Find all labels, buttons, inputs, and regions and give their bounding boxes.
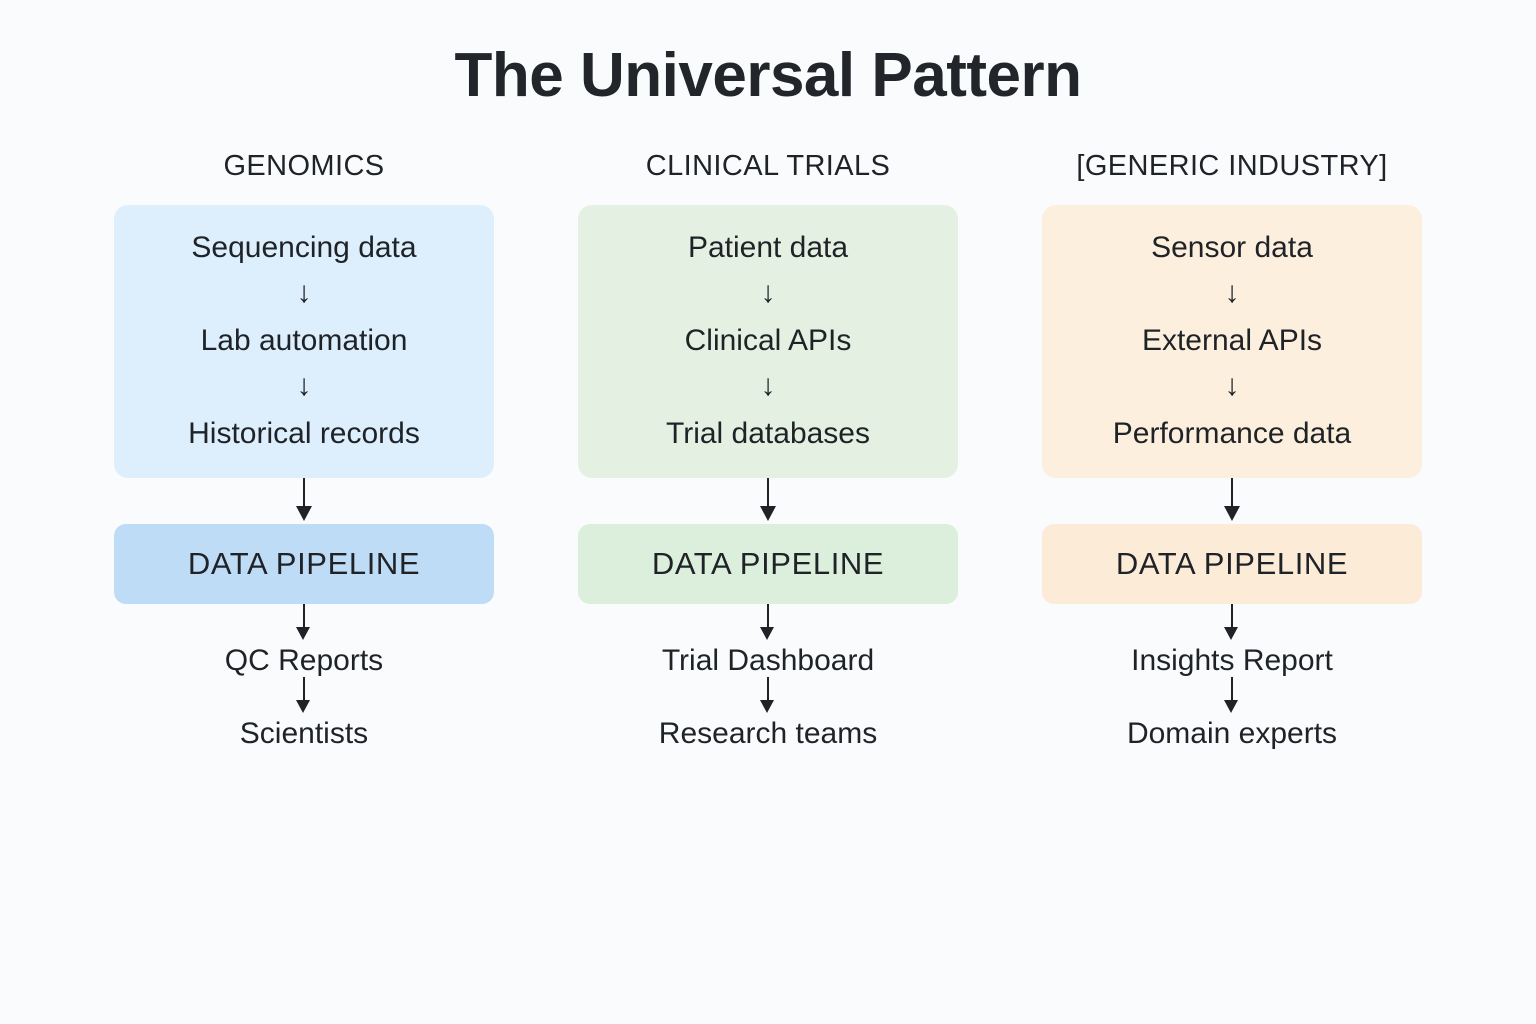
down-arrow-icon: ↓ [1224, 369, 1240, 403]
source-item: Performance data [1112, 417, 1352, 451]
output-item: Research teams [658, 717, 878, 751]
column-header: [GENERIC INDUSTRY] [1076, 150, 1388, 183]
connector-shaft [1231, 604, 1233, 633]
connector-head [760, 627, 774, 641]
sources-box: Sequencing data ↓ Lab automation ↓ Histo… [114, 205, 494, 479]
output-item: Trial Dashboard [661, 644, 875, 678]
connector-shaft [767, 478, 769, 513]
down-arrow-icon: ↓ [296, 369, 312, 403]
connector-shaft [1231, 677, 1233, 706]
connector-shaft [767, 677, 769, 706]
column-header: GENOMICS [223, 150, 385, 183]
connector-arrow-icon [292, 677, 316, 717]
connector-arrow-icon [292, 478, 316, 524]
column-genomics: GENOMICS Sequencing data ↓ Lab automatio… [114, 150, 494, 750]
connector-head [1224, 627, 1238, 641]
output-item: Insights Report [1131, 644, 1333, 678]
down-arrow-icon: ↓ [1224, 276, 1240, 310]
source-item: Sequencing data [191, 231, 417, 265]
connector-head [296, 506, 312, 522]
connector-arrow-icon [1220, 478, 1244, 524]
connector-arrow-icon [1220, 604, 1244, 644]
connector-shaft [767, 604, 769, 633]
down-arrow-icon: ↓ [760, 276, 776, 310]
output-item: Domain experts [1126, 717, 1338, 751]
source-item: Clinical APIs [684, 324, 852, 358]
source-item: Sensor data [1151, 231, 1313, 265]
connector-shaft [1231, 478, 1233, 513]
connector-head [296, 700, 310, 714]
sources-box: Sensor data ↓ External APIs ↓ Performanc… [1042, 205, 1422, 479]
down-arrow-icon: ↓ [296, 276, 312, 310]
pipeline-label: DATA PIPELINE [1115, 546, 1349, 582]
connector-head [1224, 506, 1240, 522]
connector-arrow-icon [756, 604, 780, 644]
down-arrow-icon: ↓ [760, 369, 776, 403]
source-item: Lab automation [200, 324, 408, 358]
connector-arrow-icon [292, 604, 316, 644]
connector-arrow-icon [756, 677, 780, 717]
source-item: Trial databases [666, 417, 870, 451]
connector-shaft [303, 604, 305, 633]
connector-shaft [303, 677, 305, 706]
sources-box: Patient data ↓ Clinical APIs ↓ Trial dat… [578, 205, 958, 479]
connector-head [1224, 700, 1238, 714]
pipeline-box: DATA PIPELINE [1042, 524, 1422, 605]
output-item: QC Reports [224, 644, 384, 678]
pipeline-box: DATA PIPELINE [114, 524, 494, 605]
source-item: Historical records [188, 417, 420, 451]
output-item: Scientists [239, 717, 369, 751]
pipeline-box: DATA PIPELINE [578, 524, 958, 605]
pipeline-label: DATA PIPELINE [187, 546, 421, 582]
connector-arrow-icon [756, 478, 780, 524]
column-header: CLINICAL TRIALS [645, 150, 891, 183]
source-item: External APIs [1141, 324, 1323, 358]
connector-head [296, 627, 310, 641]
pipeline-label: DATA PIPELINE [651, 546, 885, 582]
page-title: The Universal Pattern [454, 41, 1082, 110]
column-clinical-trials: CLINICAL TRIALS Patient data ↓ Clinical … [578, 150, 958, 750]
source-item: Patient data [687, 231, 849, 265]
column-generic-industry: [GENERIC INDUSTRY] Sensor data ↓ Externa… [1042, 150, 1422, 750]
connector-arrow-icon [1220, 677, 1244, 717]
columns-container: GENOMICS Sequencing data ↓ Lab automatio… [0, 150, 1536, 750]
connector-head [760, 700, 774, 714]
connector-head [760, 506, 776, 522]
connector-shaft [303, 478, 305, 513]
